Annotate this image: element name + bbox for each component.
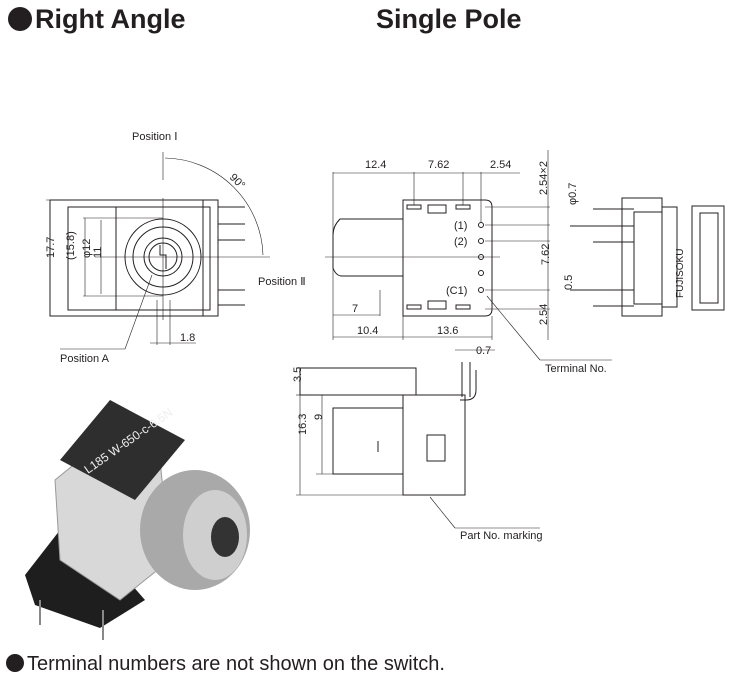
dim-13-6: 13.6 [437,325,458,337]
label-position-a: Position A [60,353,110,365]
dim-phi-0-7: φ0.7 [567,183,579,205]
dim-0-7: 0.7 [476,345,491,357]
terminal-c1: (C1) [446,285,467,297]
dim-2-54: 2.54 [490,159,511,171]
label-position-1: Position Ⅰ [132,131,177,143]
title-single-pole: Single Pole [376,4,522,34]
label-part-no: Part No. marking [460,530,543,542]
dim-7-62: 7.62 [428,159,449,171]
title-text: Right Angle [35,4,186,34]
dim-11: 11 [92,247,104,258]
dim-9: 9 [313,414,325,420]
terminal-2: (2) [454,236,467,248]
dim-10-4: 10.4 [357,325,378,337]
elevation-view: 0.7 3.5 9 16.3 Part No. marking [292,345,543,542]
title-right-angle: Right Angle [8,4,185,35]
dim-dia-12: φ12 [81,239,93,258]
product-photo: L185 W-650-c-6.5N [25,400,250,640]
dim-1-8: 1.8 [180,332,195,344]
dim-17-7: 17.7 [45,237,57,258]
footer-text: Terminal numbers are not shown on the sw… [27,653,445,675]
dim-7: 7 [352,303,358,315]
top-view: 12.4 7.62 2.54 2.54×2 φ0.7 7.62 0.5 2.54… [325,150,612,375]
dim-2-54-b: 2.54 [538,304,550,325]
dim-16-3: 16.3 [297,414,309,435]
dim-3-5: 3.5 [292,367,304,382]
label-terminal-no: Terminal No. [545,363,607,375]
side-view: FUJISOKU [570,197,725,317]
front-view: Position Ⅰ Position Ⅱ Position A 90° 17.… [45,131,306,365]
footer-note: Terminal numbers are not shown on the sw… [6,653,445,676]
dim-12-4: 12.4 [365,159,386,171]
dim-0-5: 0.5 [563,275,575,290]
bullet-icon [6,654,24,672]
dim-15-8: (15.8) [65,231,77,260]
terminal-1: (1) [454,220,467,232]
bullet-icon [8,7,32,31]
label-angle: 90° [227,172,247,192]
dim-7-62-v: 7.62 [540,244,552,265]
label-position-2: Position Ⅱ [258,276,306,288]
dim-2-54x2: 2.54×2 [538,161,550,195]
brand-fujisoku: FUJISOKU [675,249,686,298]
